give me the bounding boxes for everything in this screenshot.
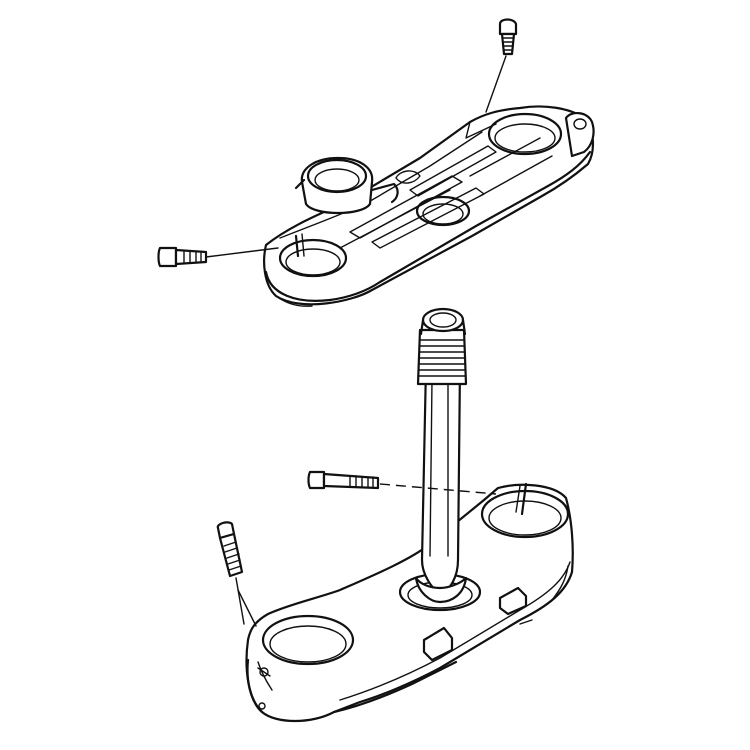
upper-pinch-bolt bbox=[485, 18, 518, 113]
lower-triple-clamp bbox=[245, 482, 574, 722]
lower-pinch-bolt-right bbox=[307, 470, 497, 495]
upper-right-fork-bore bbox=[487, 112, 563, 156]
upper-stem-bore bbox=[415, 195, 471, 227]
upper-left-fork-bore bbox=[278, 238, 348, 278]
upper-triple-clamp bbox=[263, 105, 595, 307]
lower-pinch-bolt-left bbox=[216, 521, 257, 627]
lower-left-fork-bore bbox=[261, 614, 355, 666]
upper-clamp-bolt bbox=[157, 246, 279, 268]
steering-stem bbox=[414, 307, 468, 604]
